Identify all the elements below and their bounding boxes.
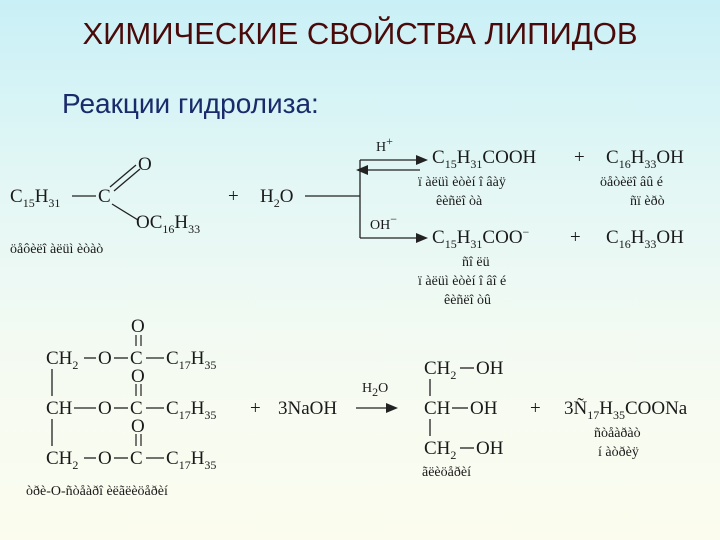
double-bond-line: [109, 164, 137, 188]
hydroxyl-group: OH: [476, 438, 504, 459]
salt-label-line3: êèñëî òû: [444, 293, 491, 308]
glycerol-ch2-top: CH2: [424, 358, 456, 382]
glycerol-ch2-bottom: CH2: [424, 438, 456, 462]
plus-sign: +: [228, 186, 239, 207]
double-bond-line: [113, 168, 141, 192]
ester-name-label: öåôèëî àëüì èòàò: [10, 242, 103, 257]
plus-sign: +: [250, 398, 261, 419]
plus-sign: +: [570, 227, 581, 248]
stearyl-chain: C17H35: [166, 448, 216, 472]
plus-sign: +: [530, 398, 541, 419]
ester-oxygen: O: [98, 398, 112, 419]
bond-line: [111, 203, 139, 221]
arrow-head: [356, 165, 368, 175]
cetyl-alcohol-label-line1: öåòèëî âû é: [600, 175, 663, 190]
ester-oxygen-group: OC16H33: [136, 212, 200, 236]
branch-arrows: [305, 159, 420, 239]
carbonyl-carbon: C: [98, 186, 111, 207]
plus-sign: +: [574, 147, 585, 168]
palmitate-anion-formula: C15H31COO−: [432, 225, 530, 251]
sodium-hydroxide-formula: 3NaOH: [278, 398, 337, 419]
carbonyl-oxygen: O: [131, 316, 145, 337]
ch2-group: CH2: [46, 348, 78, 372]
ester-oxygen: O: [98, 348, 112, 369]
ester-alkyl-chain: C15H31: [10, 186, 60, 210]
ch-group: CH: [46, 398, 73, 419]
water-formula: H2O: [260, 186, 293, 210]
reaction1-reactant-ester: C15H31 C O OC16H33 öåôèëî àëüì èòàò: [10, 154, 200, 257]
glycerol-ch: CH: [424, 398, 451, 419]
palmitic-acid-label-line1: ï àëüì èòèí î âàÿ: [417, 175, 506, 190]
carbonyl-carbon: C: [130, 398, 143, 419]
glycerol-structure: CH2 OH CH OH CH2 OH ãëèöåðèí: [422, 358, 504, 480]
cetyl-alcohol-label-line2: ñï èðò: [630, 194, 665, 209]
ester-oxygen: O: [98, 448, 112, 469]
sodium-stearate-label-line2: í àòðèÿ: [598, 445, 639, 460]
carbonyl-oxygen: O: [131, 416, 145, 437]
carbonyl-carbon: C: [130, 348, 143, 369]
glycerol-label: ãëèöåðèí: [422, 465, 471, 480]
stearyl-chain: C17H35: [166, 398, 216, 422]
arrow-head: [416, 155, 428, 165]
arrow-head: [386, 403, 398, 413]
carbonyl-oxygen: O: [138, 154, 152, 175]
base-catalyst-label: OH−: [370, 212, 397, 233]
hydroxyl-group: OH: [476, 358, 504, 379]
ch2-group: CH2: [46, 448, 78, 472]
acid-catalyst-label: H+: [376, 134, 393, 155]
stearyl-chain: C17H35: [166, 348, 216, 372]
cetyl-alcohol-formula-2: C16H33OH: [606, 227, 684, 251]
arrow-head: [416, 233, 428, 243]
slide-title: ХИМИЧЕСКИЕ СВОЙСТВА ЛИПИДОВ: [82, 16, 638, 51]
sodium-stearate-formula: 3Ñ17H35COONa: [564, 397, 688, 422]
carbonyl-carbon: C: [130, 448, 143, 469]
cetyl-alcohol-formula: C16H33OH: [606, 147, 684, 171]
sodium-stearate-label-line1: ñòåàðàò: [594, 426, 641, 441]
triglyceride-structure: CH2 O C O C17H35 CH O C O C17H35 CH2 O C…: [26, 316, 216, 499]
hydroxyl-group: OH: [470, 398, 498, 419]
carbonyl-oxygen: O: [131, 366, 145, 387]
slide-subtitle: Реакции гидролиза:: [62, 88, 319, 119]
arrow-label-water: H2O: [362, 381, 388, 399]
salt-label-line2: ï àëüì èòèí î âî é: [417, 274, 506, 289]
palmitic-acid-label-line2: êèñëî òà: [436, 194, 483, 209]
triglyceride-name-label: òðè-O-ñòåàðî èëãëèöåðèí: [26, 484, 168, 499]
salt-label-line1: ñî ëü: [462, 255, 490, 270]
palmitic-acid-formula: C15H31COOH: [432, 147, 537, 171]
